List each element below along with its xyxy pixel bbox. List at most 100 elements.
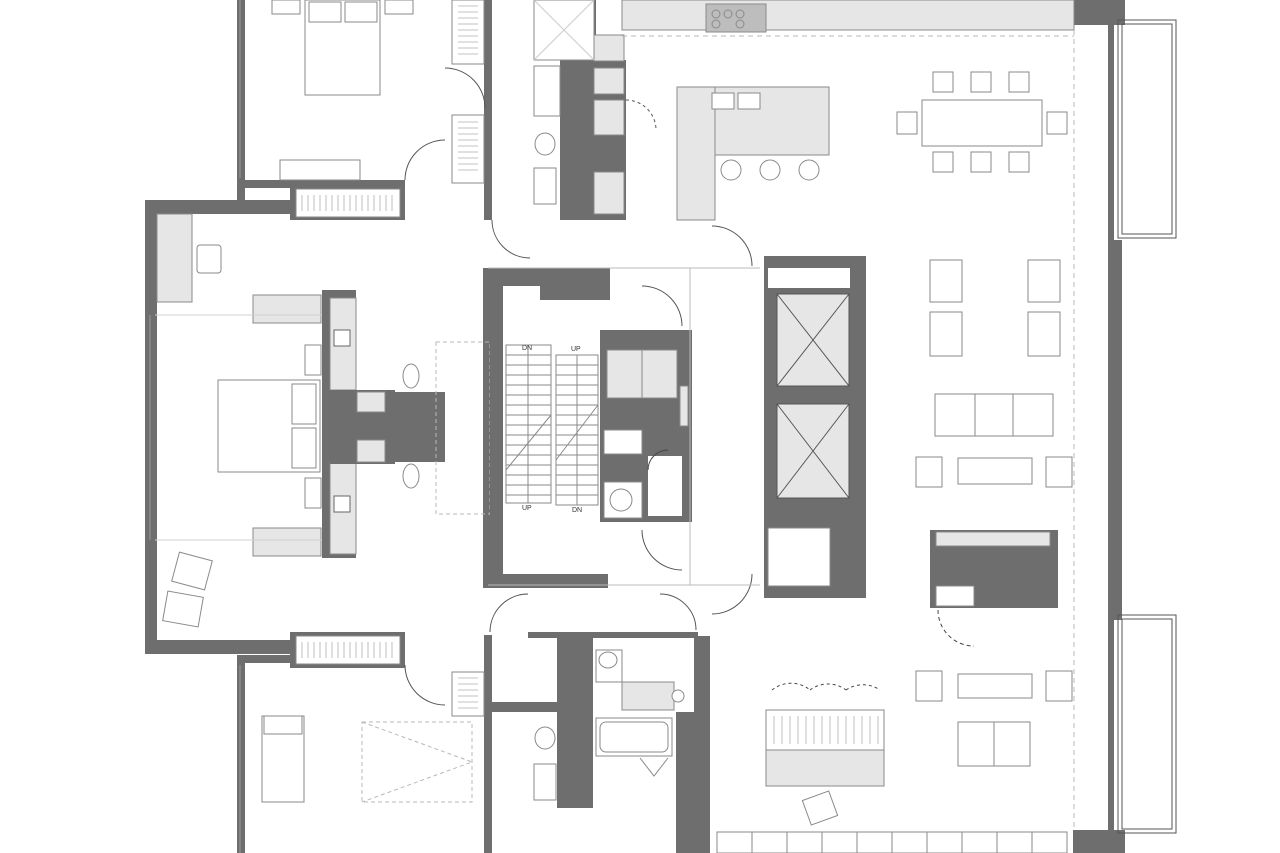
lower-bathrooms — [533, 0, 685, 801]
toilet-icon — [402, 463, 420, 489]
wardrobe-v-1 — [451, 0, 485, 65]
cabinet-4 — [593, 171, 625, 215]
daybed — [261, 715, 305, 803]
left-wing-left-wall — [145, 200, 157, 652]
door-swing-icon — [659, 593, 697, 631]
bathtub-icon — [533, 65, 561, 117]
door-swing-icon — [404, 664, 446, 706]
wardrobe-v-2 — [451, 114, 485, 184]
door-swing-icon — [711, 225, 753, 267]
pillow-master-1 — [291, 383, 317, 425]
column-top-right — [1073, 0, 1125, 25]
column-bottom-right — [1073, 830, 1125, 853]
stool — [798, 159, 820, 181]
stair-label-dn-top: DN — [522, 345, 532, 352]
door-swing-icon — [625, 99, 657, 131]
wardrobe-bottom-h — [295, 635, 401, 665]
stair-label-up-bottom: UP — [522, 505, 532, 512]
ensuite-box-1 — [356, 391, 386, 413]
right-wall-mid — [1108, 240, 1122, 620]
toilet-icon — [598, 651, 618, 669]
wardrobe-living — [765, 709, 885, 751]
chair-icon — [1045, 670, 1073, 702]
stool — [720, 159, 742, 181]
wardrobe-living-base — [765, 749, 885, 787]
desk-upper — [279, 159, 361, 181]
chair-icon — [896, 111, 918, 135]
door-swing-icon — [937, 609, 975, 647]
sink-icon — [533, 763, 557, 801]
wardrobe-top-h — [295, 188, 401, 218]
lower-bedroom — [261, 715, 474, 803]
armchair-master — [196, 244, 222, 274]
door-swing-icon — [489, 593, 529, 633]
cabinet-1 — [593, 34, 625, 62]
stool — [759, 159, 781, 181]
bath-vanity-1 — [252, 294, 322, 324]
sink-icon — [737, 92, 761, 110]
cabinet-3 — [593, 99, 625, 136]
door-swing-icon — [491, 219, 531, 259]
nightstand-upper-2 — [384, 0, 414, 15]
chair-icon — [915, 456, 943, 488]
coffee-table — [957, 457, 1033, 485]
sink-icon — [533, 167, 557, 205]
master-bedroom — [155, 244, 330, 628]
service-core — [600, 330, 692, 522]
core-wall-bottom — [483, 574, 608, 588]
chair-icon — [801, 790, 839, 826]
wardrobes — [295, 0, 885, 787]
armchair — [1027, 311, 1061, 357]
coffee-table-2 — [957, 673, 1033, 699]
living-room — [717, 259, 1073, 853]
corridor-wall-a — [484, 0, 492, 220]
ensuite-wall-right — [490, 298, 496, 554]
sofa-icon — [934, 393, 1054, 437]
ensuite-bath — [322, 290, 496, 558]
pillow-master-2 — [291, 427, 317, 469]
lower-core-top — [528, 632, 698, 638]
chair-icon — [915, 670, 943, 702]
bed-master — [217, 379, 321, 473]
armchair — [929, 311, 963, 357]
wardrobe-v-3 — [451, 671, 485, 717]
light-fills — [156, 0, 1075, 853]
left-wing-top-wall — [145, 200, 295, 214]
lower-right-block — [694, 636, 710, 726]
windows — [149, 0, 1177, 853]
chair-icon — [1045, 456, 1073, 488]
upper-bedroom — [271, 0, 414, 181]
toilet-icon — [534, 726, 556, 750]
bath-vanity-2 — [252, 527, 322, 557]
chair-icon — [932, 151, 954, 173]
doors — [404, 67, 760, 706]
nightstand-master-2 — [304, 477, 322, 509]
rug — [361, 721, 473, 803]
counter-top-kitchen — [621, 0, 1075, 31]
left-wing-bottom-wall — [145, 640, 295, 654]
elevators — [764, 256, 866, 598]
ensuite-core — [330, 390, 445, 464]
corridor-wall-b — [484, 635, 492, 853]
core-wall-top-right — [540, 268, 610, 300]
bed-upper — [304, 0, 381, 96]
door-swing-icon — [647, 449, 669, 471]
bath-wall-left — [557, 636, 593, 808]
sink-icon — [333, 329, 351, 347]
nightstand-master-1 — [304, 344, 322, 376]
chair-icon — [1046, 111, 1068, 135]
window-bottom — [1117, 614, 1177, 834]
washer-drum — [609, 488, 633, 512]
chair-icon — [1008, 71, 1030, 93]
sink-icon — [711, 92, 735, 110]
armchair — [929, 259, 963, 303]
pillow-upper-1 — [308, 1, 342, 23]
sink-icon — [333, 495, 351, 513]
toilet-icon — [402, 363, 420, 389]
lounge-chair-2 — [162, 590, 204, 628]
door-swing-icon — [444, 67, 486, 109]
door-swing-icon — [771, 682, 881, 691]
toilet-icon — [534, 132, 556, 156]
dining-table — [921, 99, 1043, 147]
